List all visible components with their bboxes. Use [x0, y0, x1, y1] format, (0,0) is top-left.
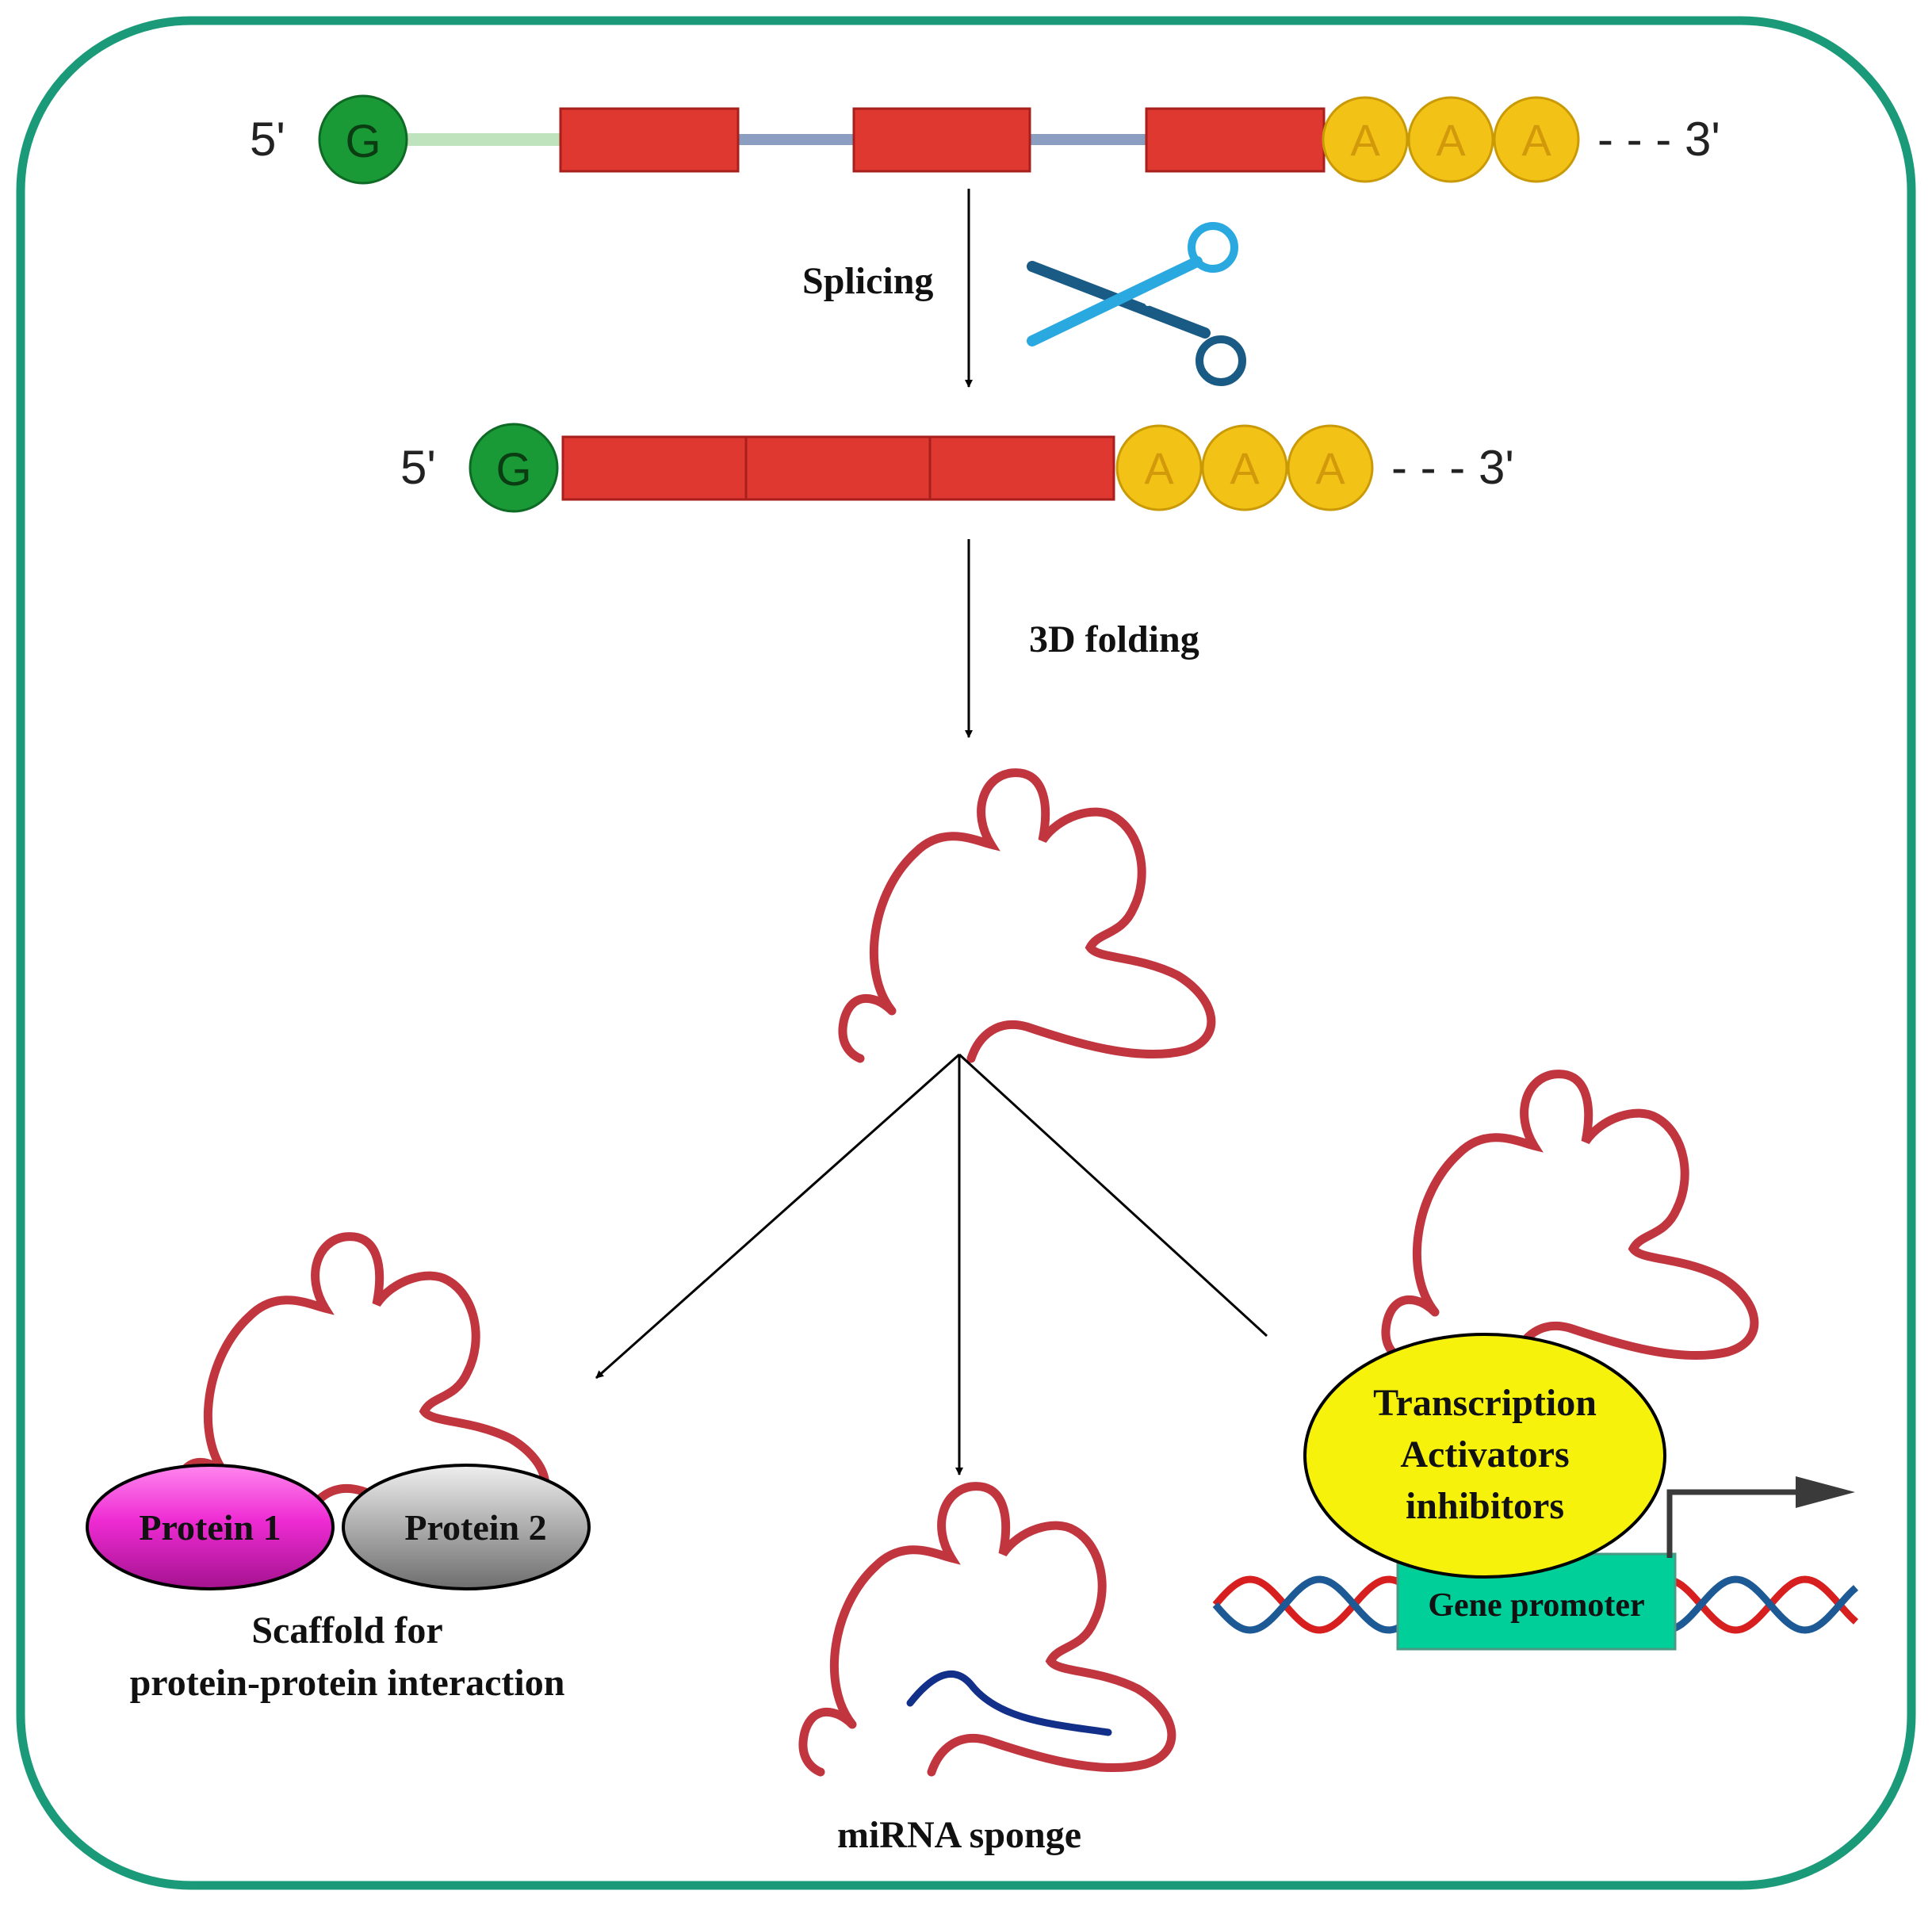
- mature-mrna-five-prime: 5': [400, 441, 436, 494]
- tf-label-line1: Transcription: [1373, 1382, 1597, 1424]
- sponge-circrna: [803, 1487, 1172, 1772]
- scissors-icon: [1027, 222, 1246, 386]
- scaffold-caption-line1: Scaffold for: [251, 1609, 442, 1651]
- tf-label-line2: Activators: [1400, 1433, 1569, 1475]
- folding-label: 3D folding: [1029, 618, 1199, 660]
- polya-letter-2: A: [1436, 115, 1466, 165]
- polya-circle-2: [1407, 96, 1494, 183]
- protein-1-label: Protein 1: [139, 1507, 281, 1548]
- mature-polya-circle-2: [1201, 424, 1288, 511]
- exon-1: [559, 107, 740, 173]
- mature-cap-g-circle: [469, 423, 559, 513]
- mature-mrna: 5' G A A A - - - 3': [400, 423, 1514, 513]
- branch-arrow-left: [595, 1053, 960, 1380]
- polya-circle-3: [1493, 96, 1580, 183]
- pre-mrna: 5' G A A A - - - 3': [250, 94, 1720, 185]
- exon-2: [852, 107, 1031, 173]
- cap-g-circle: [318, 94, 408, 185]
- gene-promoter-label: Gene promoter: [1428, 1587, 1644, 1624]
- splicing-label: Splicing: [802, 260, 933, 302]
- mature-polya-letter-2: A: [1230, 443, 1260, 493]
- mature-exon-1: [561, 435, 748, 501]
- mature-exon-3: [928, 435, 1115, 501]
- exon-3: [1145, 107, 1326, 173]
- protein-2-label: Protein 2: [404, 1507, 546, 1548]
- scaffold-caption-line2: protein-protein interaction: [130, 1662, 565, 1704]
- polya-letter-3: A: [1521, 115, 1551, 165]
- mature-polya-circle-1: [1115, 424, 1203, 511]
- mature-polya-letter-3: A: [1315, 443, 1345, 493]
- mature-polya-letter-1: A: [1144, 443, 1174, 493]
- pre-mrna-five-prime: 5': [250, 113, 285, 166]
- polya-letter-1: A: [1350, 115, 1380, 165]
- folded-circrna-center: [843, 773, 1211, 1058]
- outer-frame: [16, 16, 1916, 1890]
- branch-line-right: [958, 1053, 1268, 1338]
- transcription-circrna: [1386, 1074, 1754, 1360]
- tf-label-line3: inhibitors: [1406, 1485, 1564, 1527]
- tss-arrow: [1666, 1476, 1855, 1558]
- sponge-caption: miRNA sponge: [837, 1814, 1081, 1856]
- tf-ellipse: [1303, 1333, 1666, 1579]
- pre-mrna-three-prime: - - - 3': [1597, 113, 1720, 166]
- polya-circle-1: [1322, 96, 1409, 183]
- cap-g-letter: G: [345, 116, 381, 167]
- mature-polya-circle-3: [1287, 424, 1374, 511]
- mature-exon-2: [744, 435, 932, 501]
- mature-mrna-three-prime: - - - 3': [1391, 441, 1514, 494]
- protein-1-ellipse: [86, 1464, 335, 1590]
- mature-cap-g-letter: G: [495, 444, 531, 496]
- protein-2-ellipse: [342, 1464, 591, 1590]
- mirna-strand: [906, 1671, 1112, 1736]
